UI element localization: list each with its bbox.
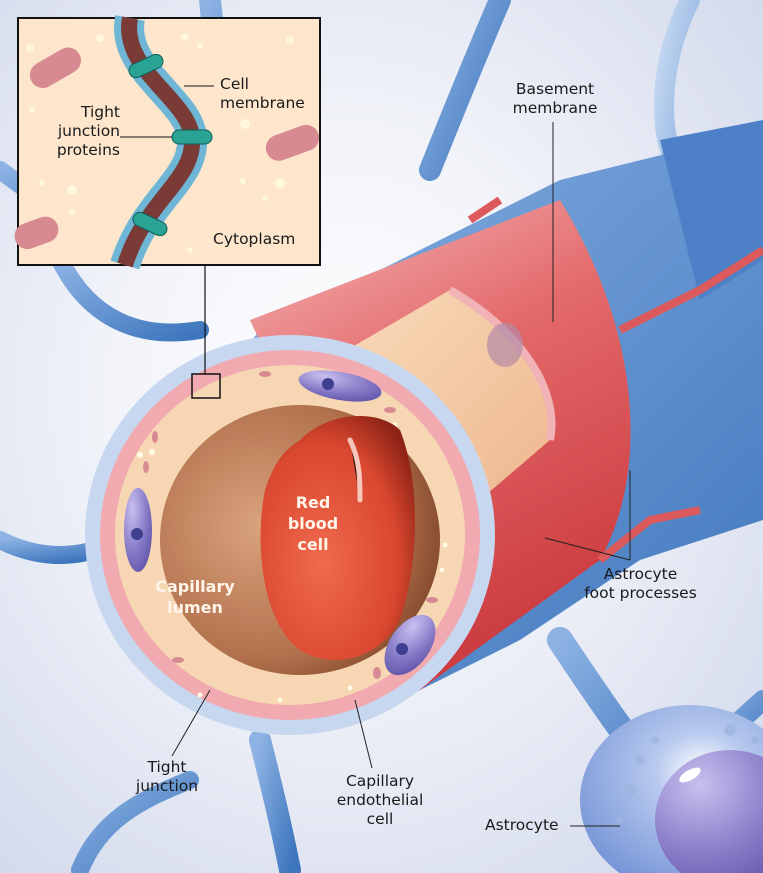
astrocyte-body [580,705,763,873]
label-cell-membrane: Cell membrane [220,75,305,112]
inset-panel [14,15,321,270]
endothelial-nucleus [298,370,382,402]
label-tight-junction: Tight junction [135,758,199,795]
label-tight-junction-proteins: Tight junction proteins [56,103,120,159]
red-blood-cell [260,416,415,660]
inset-locator-box [191,373,221,399]
endothelial-nucleus [384,614,436,676]
label-capillary-lumen: Capillary lumen [155,577,235,617]
label-cytoplasm: Cytoplasm [213,230,296,248]
label-red-blood-cell: Red blood cell [287,493,339,554]
label-basement-membrane: Basement membrane [512,80,598,117]
capillary-cross-section [85,265,495,735]
label-astrocyte-foot-processes: Astrocyte foot processes [584,565,697,602]
label-capillary-endothelial-cell: Capillary endothelial cell [336,772,424,828]
label-astrocyte: Astrocyte [485,816,559,834]
leader-lines [171,122,631,827]
